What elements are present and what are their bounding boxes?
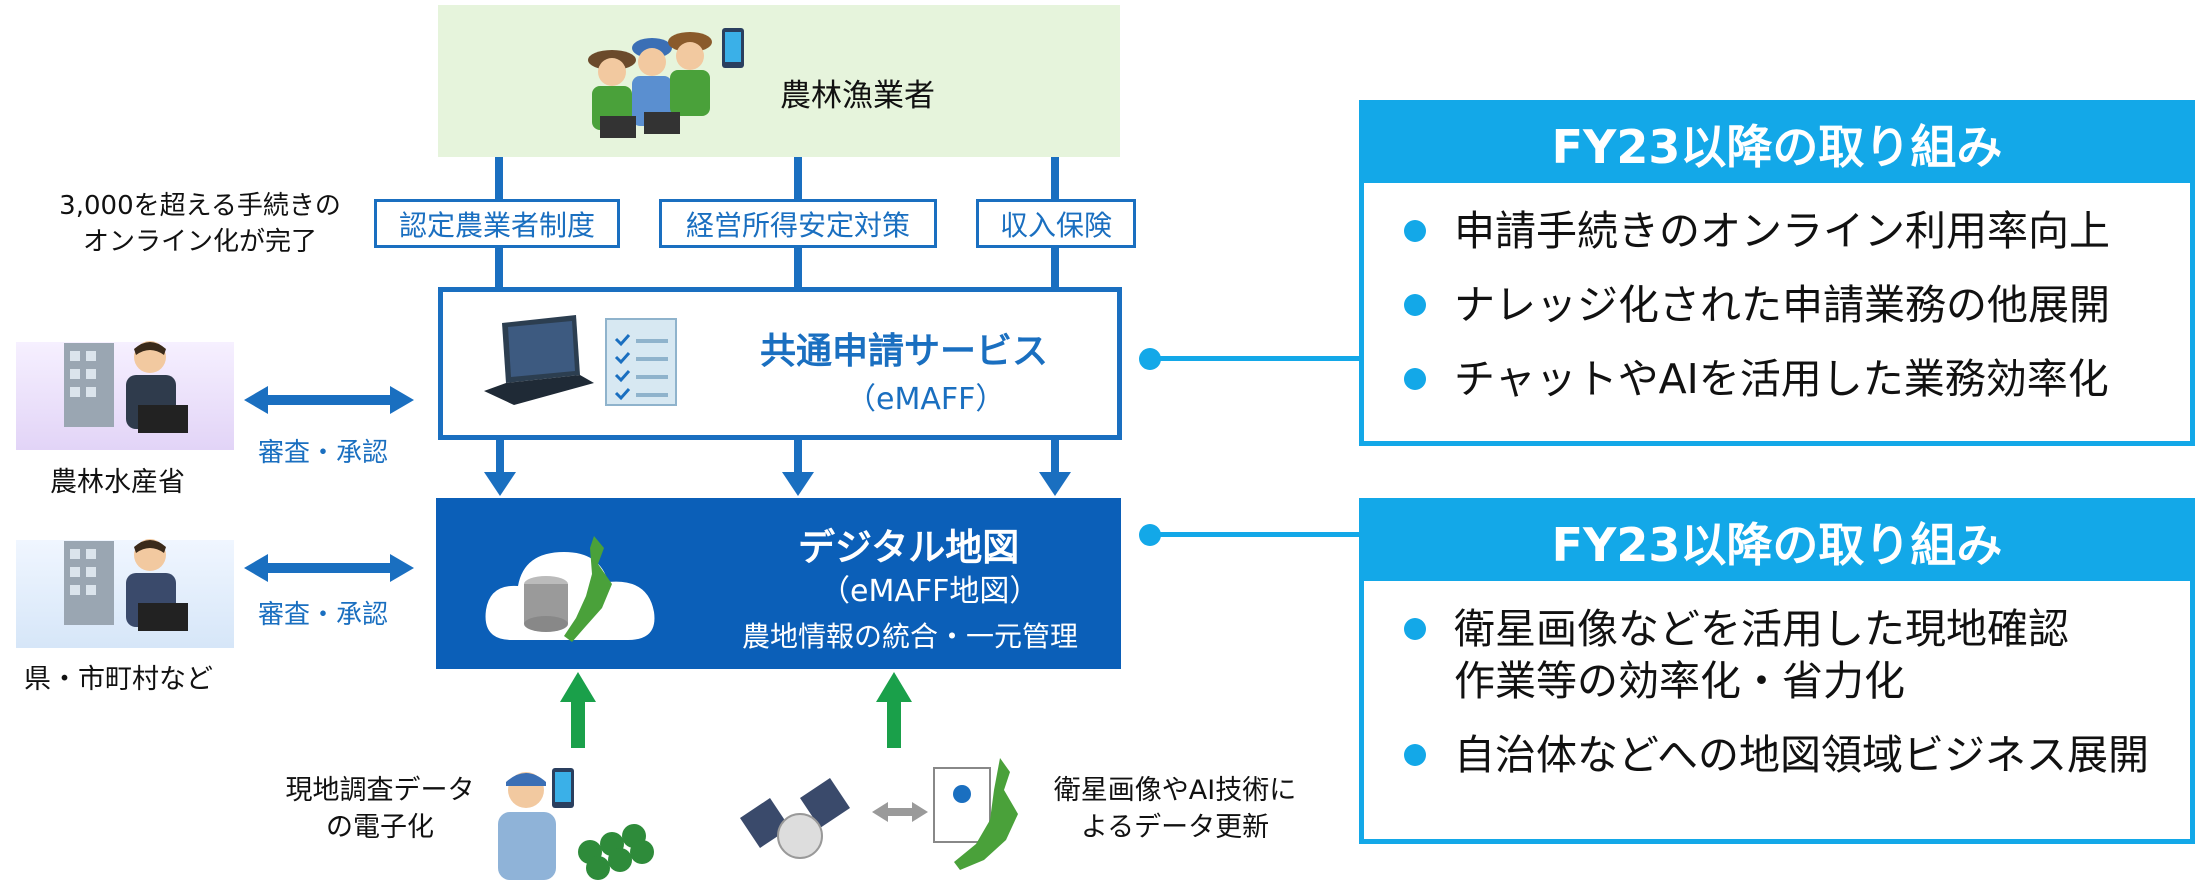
tag-certified-farmer: 認定農業者制度	[374, 199, 620, 248]
panel-2-item-text: 自治体などへの地図領域ビジネス展開	[1454, 731, 2149, 779]
panel-2-heading: FY23以降の取り組み	[1364, 503, 2190, 581]
panel-1-heading: FY23以降の取り組み	[1364, 105, 2190, 183]
prefecture-illustration-bg	[16, 540, 234, 648]
connector-line	[794, 440, 802, 474]
satellite-map-icon	[740, 758, 1018, 870]
double-arrow-icon	[244, 554, 414, 582]
panel-1-item-text: 申請手続きのオンライン利用率向上	[1454, 207, 2110, 255]
arrow-up-icon	[560, 672, 596, 702]
emaff-subtitle: （eMAFF）	[846, 382, 1006, 417]
satellite-label-line: 衛星画像やAI技術に	[1053, 775, 1297, 806]
bullet-icon	[1404, 618, 1426, 640]
bullet-icon	[1404, 294, 1426, 316]
arrow-down-icon	[484, 472, 516, 496]
digital-map-title: デジタル地図	[798, 526, 1020, 569]
municipal-official-icon	[64, 539, 188, 631]
panel-1-item-text: ナレッジ化された申請業務の他展開	[1454, 281, 2110, 329]
bullet-icon	[1404, 368, 1426, 390]
survey-data-label: 現地調査データ の電子化	[260, 772, 500, 846]
panel-1-item: チャットやAIを活用した業務効率化	[1404, 353, 2190, 405]
prefecture-label: 県・市町村など	[24, 664, 213, 695]
farmers-band	[438, 5, 1120, 157]
ministry-review-label: 審査・承認	[258, 438, 389, 468]
panel-1-item: 申請手続きのオンライン利用率向上	[1404, 205, 2190, 257]
ministry-illustration-bg	[16, 342, 234, 450]
emaff-title: 共通申請サービス	[760, 331, 1049, 372]
panel-2-item-text: 衛星画像などを活用した現地確認	[1454, 605, 2069, 653]
arrow-down-icon	[1039, 472, 1071, 496]
panel-1-item: ナレッジ化された申請業務の他展開	[1404, 279, 2190, 331]
bullet-icon	[1404, 220, 1426, 242]
panel-2-item-text: 作業等の効率化・省力化	[1454, 657, 1905, 705]
prefecture-review-label: 審査・承認	[258, 600, 389, 630]
arrow-down-icon	[782, 472, 814, 496]
green-arrow-shaft	[887, 700, 901, 748]
green-arrow-shaft	[571, 700, 585, 748]
bullet-icon	[1404, 744, 1426, 766]
arrow-up-icon	[876, 672, 912, 702]
note-line: オンライン化が完了	[82, 227, 317, 257]
cloud-database-icon	[485, 536, 655, 642]
survey-label-line: の電子化	[326, 812, 434, 843]
connector-line	[1051, 440, 1059, 474]
satellite-data-label: 衛星画像やAI技術に よるデータ更新	[1040, 772, 1310, 846]
ministry-label: 農林水産省	[50, 467, 185, 498]
survey-label-line: 現地調査データ	[285, 775, 475, 806]
farmers-label: 農林漁業者	[780, 78, 935, 114]
digital-map-subtitle: （eMAFF地図）	[820, 574, 1040, 609]
connector-line	[1150, 356, 1360, 361]
satellite-label-line: よるデータ更新	[1080, 812, 1270, 843]
connector-line	[1150, 532, 1360, 537]
connector-line	[496, 440, 504, 474]
initiatives-panel-1: FY23以降の取り組み 申請手続きのオンライン利用率向上 ナレッジ化された申請業…	[1359, 100, 2195, 446]
ministry-official-icon	[64, 341, 188, 433]
farmers-illustration	[588, 28, 744, 138]
panel-2-item: 自治体などへの地図領域ビジネス展開	[1404, 729, 2190, 781]
laptop-icon	[484, 315, 594, 405]
checklist-icon	[605, 318, 677, 406]
online-completion-note: 3,000を超える手続きの オンライン化が完了	[40, 188, 360, 260]
panel-1-item-text: チャットやAIを活用した業務効率化	[1454, 355, 2109, 403]
double-arrow-icon	[244, 386, 414, 414]
tag-income-insurance: 収入保険	[976, 199, 1136, 248]
field-surveyor-icon	[498, 768, 654, 880]
initiatives-panel-2: FY23以降の取り組み 衛星画像などを活用した現地確認作業等の効率化・省力化 自…	[1359, 498, 2195, 844]
tag-income-stabilization: 経営所得安定対策	[659, 199, 937, 248]
note-line: 3,000を超える手続きの	[59, 191, 341, 221]
panel-2-item: 衛星画像などを活用した現地確認作業等の効率化・省力化	[1404, 603, 2190, 707]
digital-map-description: 農地情報の統合・一元管理	[742, 620, 1079, 653]
